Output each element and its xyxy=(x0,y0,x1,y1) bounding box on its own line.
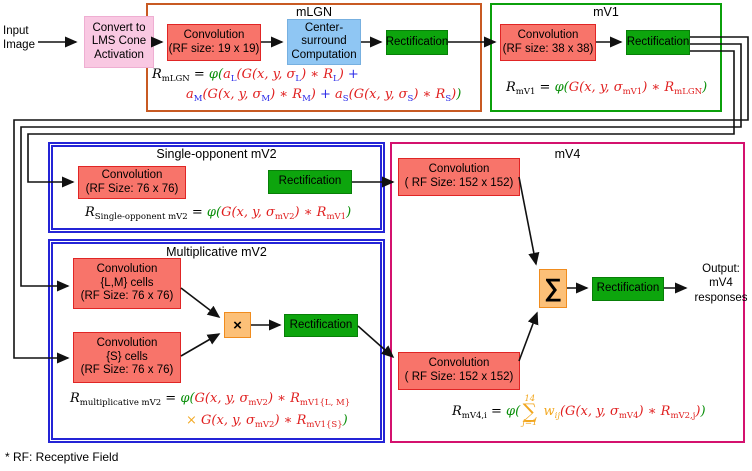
center-surround-box: Center- surround Computation xyxy=(287,19,361,65)
mlgn-formula-line1: RmLGN = φ(aL(G(x, y, σL) ∗ RL) + xyxy=(152,67,359,84)
mv4-rectification-box: Rectification xyxy=(592,277,664,301)
output-label: Output: mV4 responses xyxy=(694,263,748,304)
mv4-convolution-bottom-box: Convolution ( RF Size: 152 x 152) xyxy=(398,352,520,390)
input-image-label: Input Image xyxy=(3,25,35,52)
so-mv2-convolution-box: Convolution (RF Size: 76 x 76) xyxy=(78,166,186,199)
mv1-formula: RmV1 = φ(G(x, y, σmV1) ∗ RmLGN) xyxy=(506,80,708,97)
convert-lms-box: Convert to LMS Cone Activation xyxy=(84,16,154,68)
sum-node: ∑ xyxy=(539,269,567,308)
mlgn-formula-line2: aM(G(x, y, σM) ∗ RM) + aS(G(x, y, σS) ∗ … xyxy=(186,87,462,104)
mult-mv2-rectification-box: Rectification xyxy=(284,314,358,337)
so-mv2-formula: RSingle-opponent mV2 = φ(G(x, y, σmV2) ∗… xyxy=(85,205,352,222)
so-mv2-rectification-box: Rectification xyxy=(268,170,352,194)
mv1-title: mV1 xyxy=(593,5,619,19)
mult-mv2-convolution-s-box: Convolution {S} cells (RF Size: 76 x 76) xyxy=(73,332,181,383)
mult-mv2-formula-line1: Rmultiplicative mV2 = φ(G(x, y, σmV2) ∗ … xyxy=(70,391,351,408)
multiply-node: × xyxy=(224,312,251,338)
mv1-rectification-box: Rectification xyxy=(626,30,690,55)
multiplicative-mv2-title: Multiplicative mV2 xyxy=(166,245,267,259)
mv4-formula: RmV4,i = φ(14∑j=1 wij(G(x, y, σmV4) ∗ Rm… xyxy=(452,394,706,429)
single-opponent-mv2-title: Single-opponent mV2 xyxy=(156,147,277,161)
mlgn-rectification-box: Rectification xyxy=(386,30,448,55)
rf-footnote: * RF: Receptive Field xyxy=(5,450,119,464)
mult-mv2-convolution-lm-box: Convolution {L,M} cells (RF Size: 76 x 7… xyxy=(73,258,181,309)
mult-mv2-formula-line2: × G(x, y, σmV2) ∗ RmV1{S}) xyxy=(186,413,348,430)
mv1-convolution-box: Convolution (RF size: 38 x 38) xyxy=(500,24,596,61)
mlgn-convolution-box: Convolution (RF size: 19 x 19) xyxy=(167,24,261,61)
mv4-convolution-top-box: Convolution ( RF Size: 152 x 152) xyxy=(398,158,520,196)
mlgn-title: mLGN xyxy=(295,5,333,19)
